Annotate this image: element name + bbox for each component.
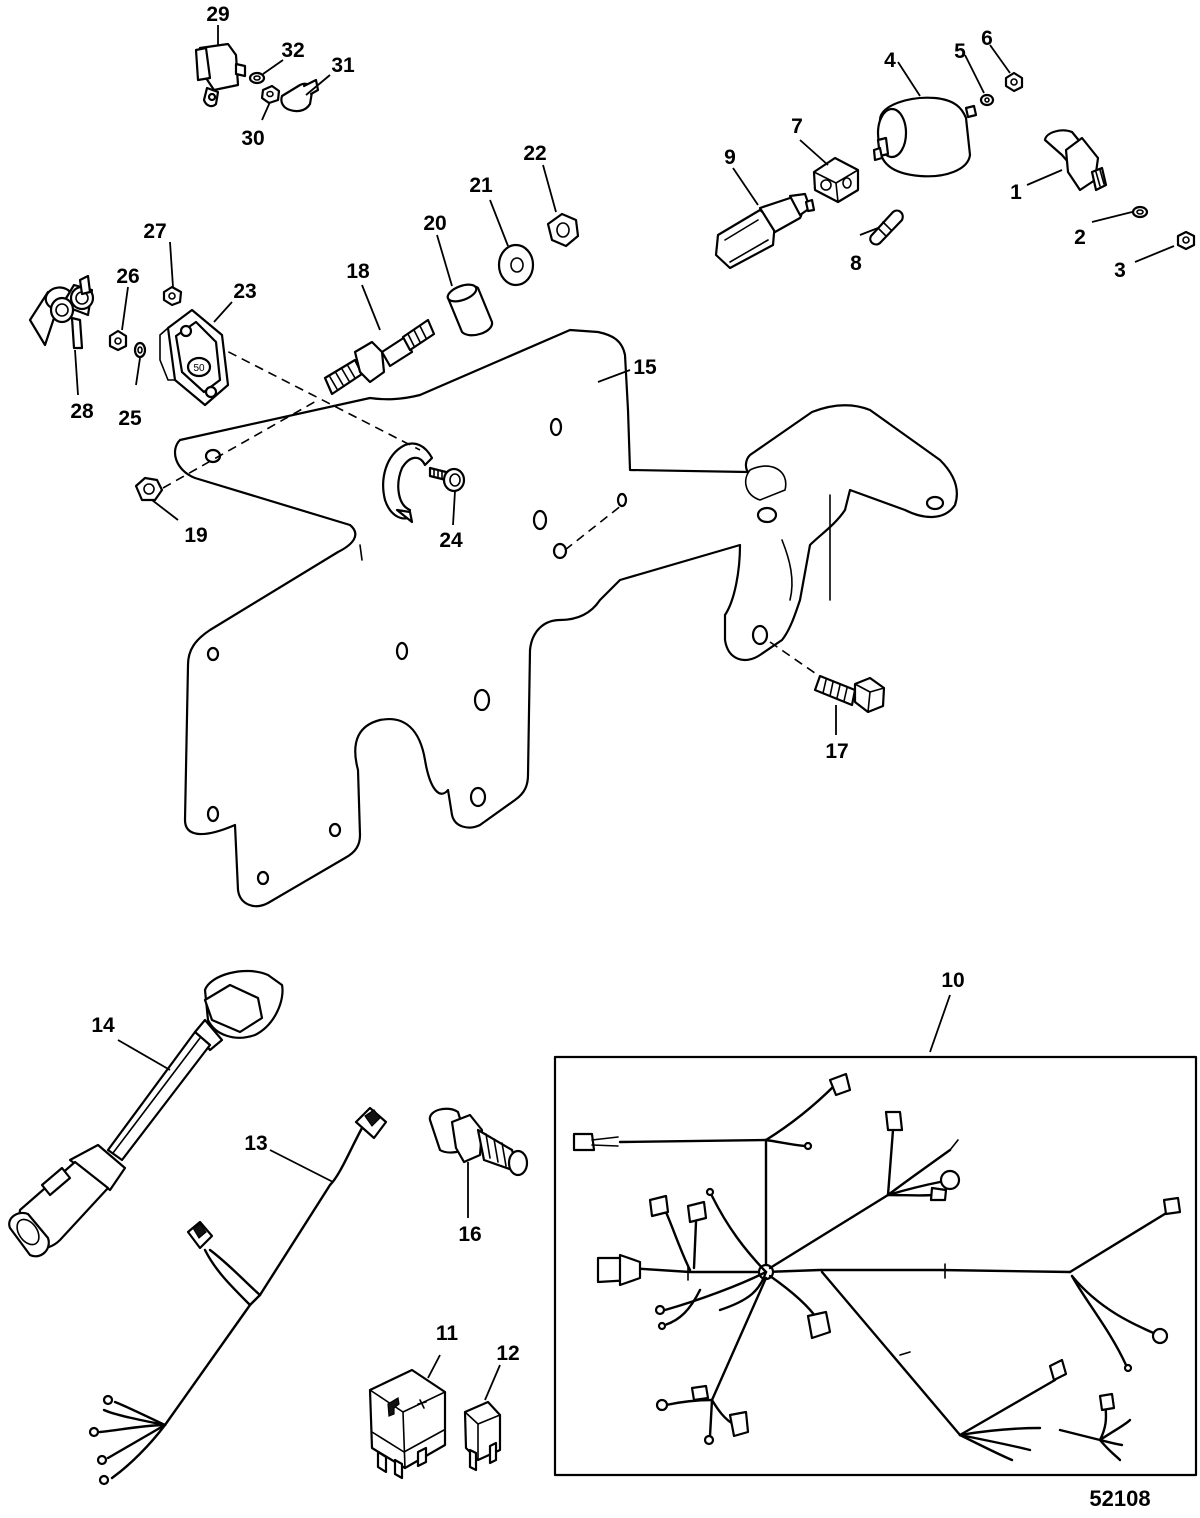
pressure-switch-1 [1043, 129, 1108, 192]
callout-20: 20 [423, 212, 446, 235]
harness-inset-box [553, 1055, 1198, 1477]
callout-labels: 29 32 30 31 27 26 23 28 25 19 18 20 21 2… [70, 3, 1126, 1365]
washer-5 [979, 93, 995, 107]
callout-15: 15 [633, 356, 657, 379]
callout-13: 13 [244, 1132, 267, 1155]
callout-24: 24 [439, 529, 463, 552]
callout-30: 30 [241, 127, 264, 150]
callout-23: 23 [233, 280, 256, 303]
callout-31: 31 [331, 54, 355, 77]
sensor-9 [714, 192, 816, 270]
washer-21 [497, 243, 535, 287]
callout-25: 25 [118, 407, 142, 430]
adapter-7 [812, 156, 860, 204]
harness-adapter-14 [8, 970, 284, 1258]
stud-18 [323, 318, 436, 396]
callout-11: 11 [436, 1322, 459, 1345]
engine-harness-10 [572, 1072, 1182, 1462]
nut-6 [1004, 71, 1024, 93]
figure-number: 52108 [1089, 1486, 1150, 1511]
callout-1: 1 [1010, 181, 1022, 204]
cable-lugs-28 [28, 274, 95, 350]
callout-27: 27 [143, 220, 166, 243]
fuse-12 [463, 1400, 502, 1472]
callout-12: 12 [496, 1342, 519, 1365]
callout-8: 8 [850, 252, 862, 275]
spacer-20 [446, 283, 494, 337]
screw-24 [428, 466, 466, 493]
mounting-bracket-15 [173, 328, 958, 908]
nut-3 [1176, 230, 1196, 251]
breaker-rating-badge: 50 [193, 363, 205, 374]
bolt-17 [813, 674, 886, 714]
callout-9: 9 [724, 146, 736, 169]
alignment-line-23 [214, 344, 421, 451]
callout-14: 14 [91, 1014, 115, 1037]
washer-25 [133, 341, 147, 359]
nut-30 [260, 84, 281, 105]
sender-4 [872, 96, 978, 178]
fitting-8 [869, 209, 904, 246]
callout-16: 16 [458, 1223, 481, 1246]
callout-19: 19 [184, 524, 207, 547]
harness-13 [88, 1106, 388, 1486]
callout-4: 4 [884, 49, 896, 72]
washer-32 [248, 71, 266, 85]
temperature-sender-16 [428, 1107, 529, 1177]
alignment-line-17 [769, 641, 826, 681]
nut-19 [134, 476, 164, 502]
callout-22: 22 [523, 142, 546, 165]
leader-lines [74, 25, 1175, 1401]
callout-3: 3 [1114, 259, 1126, 282]
callout-21: 21 [469, 174, 493, 197]
callout-2: 2 [1074, 226, 1086, 249]
nut-22 [546, 212, 580, 248]
circuit-breaker-23: 50 [159, 308, 230, 407]
callout-10: 10 [941, 969, 964, 992]
callout-26: 26 [116, 265, 139, 288]
callout-18: 18 [346, 260, 370, 283]
callout-32: 32 [281, 39, 304, 62]
alignment-line-bracket [564, 504, 623, 551]
callout-5: 5 [954, 40, 966, 63]
callout-17: 17 [825, 740, 848, 763]
nut-26 [108, 329, 128, 352]
boot-31 [280, 78, 320, 113]
nut-27 [162, 285, 183, 307]
relay-11 [368, 1368, 447, 1480]
callout-29: 29 [206, 3, 229, 26]
callout-6: 6 [981, 27, 993, 50]
callout-7: 7 [791, 115, 803, 138]
washer-2 [1131, 205, 1149, 219]
callout-28: 28 [70, 400, 94, 423]
terminal-block-29 [194, 42, 247, 108]
